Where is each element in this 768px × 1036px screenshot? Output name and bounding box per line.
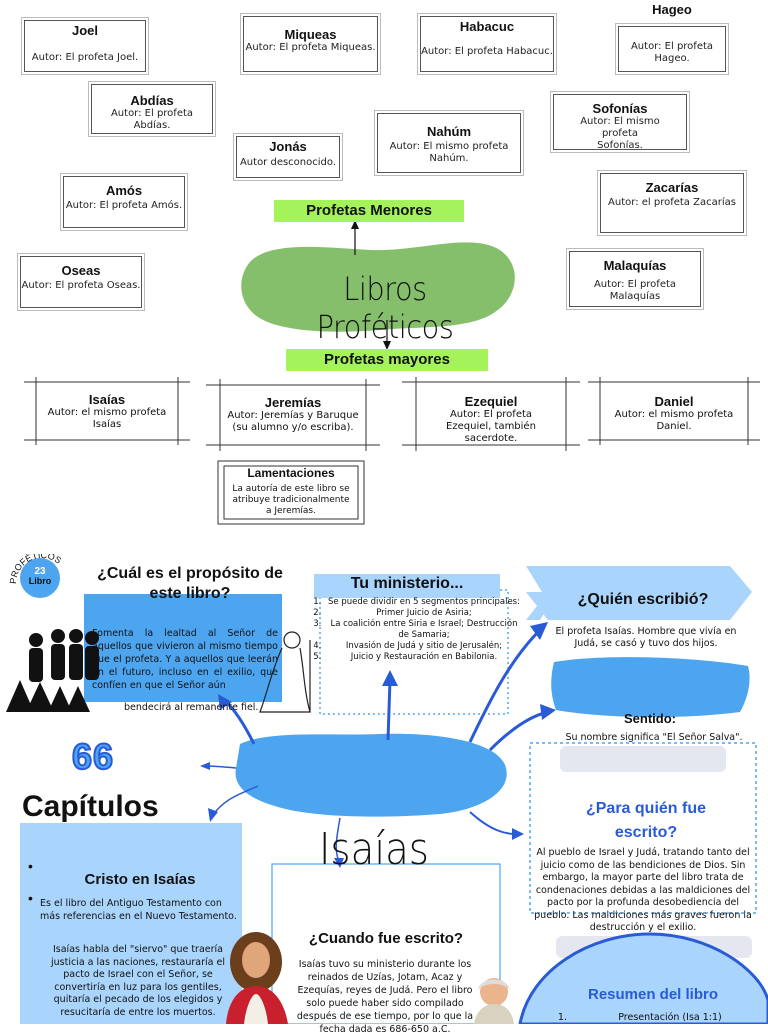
- mindmap-lines: [24, 220, 760, 525]
- central-title: Libros Proféticos: [316, 270, 454, 346]
- book-author: Autor: el profeta Zacarías: [608, 197, 736, 208]
- book-name: Oseas: [61, 263, 101, 278]
- book-author: La autoría de este libro se atribuye tra…: [232, 484, 350, 516]
- ministerio-title-bg: [314, 574, 500, 598]
- quien-title: ¿Quién escribió?: [577, 591, 709, 608]
- ministerio-item: La coalición entre Siria e Israel; Destr…: [324, 619, 524, 641]
- libro-badge-arc: PROFÉTICOS: [8, 554, 63, 584]
- book-name: Sofonías: [592, 101, 648, 116]
- chapter-label: Capítulos: [22, 790, 159, 823]
- book-card-miqueas: Miqueas Autor: El profeta Miqueas.: [243, 16, 378, 72]
- cristo-p1: Es el libro del Antiguo Testamento con m…: [40, 898, 237, 922]
- ministerio-item: Se puede dividir en 5 segmentos principa…: [324, 597, 524, 608]
- book-name: Isaías: [88, 392, 126, 407]
- book-name: Miqueas: [284, 27, 337, 42]
- book-daniel: Daniel Autor: el mismo profeta Daniel.: [600, 394, 748, 433]
- book-name: Ezequiel: [464, 394, 518, 409]
- book-card-joel: Joel Autor: El profeta Joel.: [24, 20, 146, 72]
- sentido-text: Su nombre significa "El Señor Salva".: [565, 732, 743, 743]
- book-author: Autor: El mismo profeta Nahúm.: [389, 141, 509, 164]
- book-name: Joel: [71, 23, 98, 38]
- scribe-illustration: [474, 978, 514, 1024]
- book-author: Autor: el mismo profeta Daniel.: [614, 409, 734, 432]
- profetas-mayores-label: Profetas mayores: [286, 349, 488, 371]
- book-name: Amós: [105, 183, 143, 198]
- book-card-habacuc: Habacuc Autor: El profeta Habacuc.: [420, 16, 554, 72]
- book-ezequiel: Ezequiel Autor: El profeta Ezequiel, tam…: [418, 394, 564, 445]
- book-card-jonas: Jonás Autor desconocido.: [236, 136, 340, 178]
- book-author: Autor: El profeta Amós.: [65, 200, 183, 211]
- resumen-title: Resumen del libro: [587, 986, 719, 1003]
- cuando-text: Isaías tuvo su ministerio durante los re…: [296, 959, 474, 1035]
- prophet-illustration: [259, 631, 311, 713]
- quien-text: El profeta Isaías. Hombre que vivía en J…: [555, 626, 737, 649]
- book-card-abdias: Abdías Autor: El profeta Abdías.: [91, 84, 213, 134]
- book-author: Autor: El profeta Joel.: [31, 52, 139, 63]
- book-isaias: Isaías Autor: el mismo profeta Isaías: [36, 392, 178, 431]
- book-name: Zacarías: [645, 180, 699, 195]
- proposito-text: Fomenta la lealtad al Señor de aquellos …: [92, 628, 278, 691]
- book-name: Nahúm: [426, 124, 472, 139]
- book-name: Daniel: [654, 394, 694, 409]
- book-author: Autor: Jeremías y Baruque (su alumno y/o…: [227, 410, 359, 433]
- profetas-menores-label: Profetas Menores: [274, 200, 464, 222]
- isaias-blob: [235, 733, 507, 817]
- book-author: Autor: El profeta Habacuc.: [421, 46, 553, 57]
- proposito-tail: bendecirá al remanente fiel.: [124, 702, 259, 713]
- libro-badge-label: Libro: [28, 576, 52, 586]
- ministerio-list: Se puede dividir en 5 segmentos principa…: [300, 597, 524, 663]
- book-lamentaciones: Lamentaciones La autoría de este libro s…: [226, 466, 356, 517]
- book-author: Autor: el mismo profeta Isaías: [47, 407, 167, 430]
- book-card-amos: Amós Autor: El profeta Amós.: [63, 176, 185, 228]
- book-author: Autor: El profeta Miqueas.: [245, 42, 376, 53]
- resumen-list: Presentación (Isa 1:1): [548, 1012, 768, 1024]
- book-name: Malaquías: [603, 258, 667, 273]
- cristo-title: Cristo en Isaías: [84, 871, 196, 888]
- chapter-count: 66: [71, 735, 115, 778]
- book-card-hageo: Autor: El profeta Hageo.: [618, 26, 726, 72]
- book-card-sofonias: Sofonías Autor: El mismo profeta Sofonía…: [553, 94, 687, 151]
- bullet-dot-2: •: [28, 890, 33, 906]
- para-quien-title: ¿Para quién fue escrito?: [585, 800, 707, 841]
- book-name: Abdías: [130, 93, 174, 108]
- book-author: Autor: El profeta Oseas.: [21, 280, 141, 291]
- isaias-center-title: Isaías: [319, 824, 429, 875]
- para-quien-text: Al pueblo de Israel y Judá, tratando tan…: [534, 847, 752, 933]
- cuando-title: ¿Cuando fue escrito?: [308, 930, 464, 947]
- book-author: Autor: El mismo profeta Sofonías.: [580, 116, 660, 151]
- ministerio-title: Tu ministerio...: [350, 575, 464, 592]
- book-author: Autor: El profeta Malaquías: [593, 279, 677, 302]
- bullet-dot-1: •: [28, 858, 33, 874]
- people-illustration: [6, 629, 99, 712]
- book-card-nahum: Nahúm Autor: El mismo profeta Nahúm.: [377, 113, 521, 173]
- ministerio-item: Primer Juicio de Asiria;: [324, 608, 524, 619]
- book-name: Jonás: [269, 139, 307, 154]
- book-jeremias: Jeremías Autor: Jeremías y Baruque (su a…: [222, 395, 364, 434]
- book-card-oseas: Oseas Autor: El profeta Oseas.: [20, 256, 142, 308]
- book-author: Autor: El profeta Abdías.: [110, 108, 194, 131]
- book-name: Habacuc: [459, 19, 515, 34]
- book-author: Autor desconocido.: [239, 157, 337, 168]
- cristo-p2: Isaías habla del "siervo" que traería ju…: [51, 944, 225, 1018]
- proposito-title: ¿Cuál es el propósito de este libro?: [97, 565, 283, 602]
- resumen-item: Presentación (Isa 1:1): [570, 1012, 768, 1024]
- book-name-hageo: Hageo: [652, 2, 692, 17]
- jesus-illustration: [226, 932, 288, 1024]
- sentido-title: Sentido:: [624, 711, 676, 726]
- book-card-malaquias: Malaquías Autor: El profeta Malaquías: [569, 251, 701, 307]
- ministerio-item: Juicio y Restauración en Babilonia.: [324, 652, 524, 663]
- ministerio-item: Invasión de Judá y sitio de Jerusalén;: [324, 641, 524, 652]
- book-author: Autor: El profeta Ezequiel, también sace…: [446, 409, 536, 444]
- book-name: Lamentaciones: [247, 466, 335, 480]
- central-blob: [241, 242, 515, 332]
- isaias-graphics: [6, 558, 768, 1024]
- book-author: Autor: El profeta Hageo.: [630, 41, 714, 64]
- libro-badge-number: 23: [34, 566, 46, 577]
- book-card-zacarias: Zacarías Autor: el profeta Zacarías: [600, 173, 744, 233]
- book-name: Jeremías: [264, 395, 322, 410]
